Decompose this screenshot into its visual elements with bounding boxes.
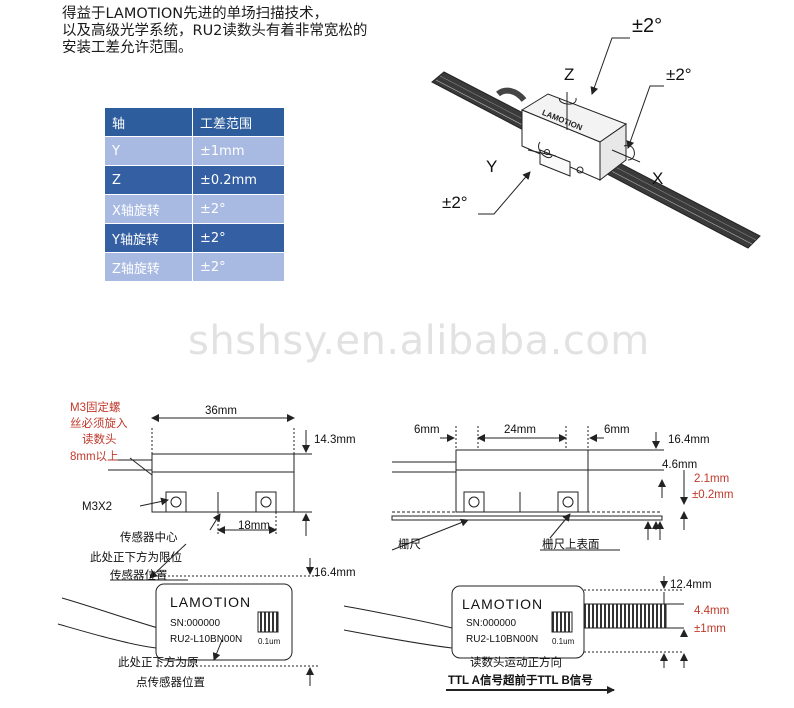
label-sensor-center: 传感器中心	[120, 530, 178, 544]
cell-axis: Y	[104, 136, 193, 166]
label-y: Y	[486, 157, 497, 176]
label-origin-1: 此处正下方为原	[118, 655, 199, 669]
intro-line-2: 以及高级光学系统，RU2读数头有着非常宽松的	[62, 23, 368, 39]
top-view-left	[57, 558, 320, 686]
table-row: Y ±1mm	[104, 136, 285, 166]
label-res: 0.1um	[258, 637, 281, 646]
cell-range: ±1mm	[192, 136, 285, 166]
y-rotation-arc	[538, 141, 553, 158]
z-rotation-arc	[559, 97, 577, 105]
label-screw: M3X2	[82, 501, 112, 513]
header-axis: 轴	[104, 107, 193, 137]
dim-right: 6mm	[604, 424, 630, 436]
dim-gap-red-1: 2.1mm	[694, 473, 729, 485]
cell-range: ±0.2mm	[192, 165, 285, 195]
readhead-body-left	[151, 453, 295, 513]
note-red-1: M3固定螺	[70, 400, 120, 414]
note-red-4: 8mm以上	[70, 450, 119, 463]
label-model: RU2-L10BN00N	[466, 634, 538, 645]
cell-axis: Z轴旋转	[104, 252, 193, 282]
table-row: Z ±0.2mm	[104, 165, 285, 195]
label-scale: 栅尺	[398, 537, 421, 551]
note-red-3: 读数头	[82, 432, 117, 446]
qr-code-icon	[257, 611, 279, 633]
top-right-labels: LAMOTION SN:000000 RU2-L10BN00N 0.1um 12…	[448, 579, 729, 687]
tolerance-table: 轴 工差范围 Y ±1mm Z ±0.2mm X轴旋转 ±2° Y轴旋转 ±2°…	[104, 107, 285, 282]
label-limit-2: 传感器位置	[110, 568, 168, 582]
intro-line-3: 安装工差允许范围。	[62, 40, 193, 56]
header-range: 工差范围	[192, 107, 285, 137]
readhead-side	[599, 123, 627, 182]
label-x: X	[652, 169, 663, 188]
top-view-right	[343, 576, 688, 694]
top-left-labels: 16.4mm LAMOTION SN:000000 RU2-L10BN00N 0…	[118, 567, 356, 689]
dim-gap-red-2: ±0.2mm	[692, 489, 733, 501]
label-rot-left: ±2°	[442, 193, 468, 212]
label-scale-surface: 栅尺上表面	[542, 537, 600, 551]
watermark: shshsy.en.alibaba.com	[188, 318, 650, 364]
label-sn: SN:000000	[466, 618, 516, 629]
label-origin-2: 点传感器位置	[136, 675, 205, 689]
qr-code-icon	[551, 611, 573, 633]
dim-left: 6mm	[414, 424, 440, 436]
readhead-label-left	[155, 583, 293, 661]
table-row: Z轴旋转 ±2°	[104, 252, 285, 282]
dim-mid: 24mm	[504, 424, 536, 436]
label-sn: SN:000000	[170, 618, 220, 629]
dim-height: 14.3mm	[314, 434, 356, 446]
intro-text: 得益于LAMOTION先进的单场扫描技术， 以及高级光学系统，RU2读数头有着非…	[62, 6, 382, 57]
dim-top: 12.4mm	[670, 579, 712, 591]
scale-bar	[391, 515, 663, 521]
label-motion: 读数头运动正方向	[470, 655, 562, 669]
intro-line-1: 得益于LAMOTION先进的单场扫描技术，	[62, 6, 329, 22]
cell-axis: Y轴旋转	[104, 223, 193, 253]
label-signal: TTL A信号超前于TTL B信号	[448, 673, 593, 687]
dim-red-2: ±1mm	[694, 623, 726, 635]
label-rot-right: ±2°	[666, 65, 692, 84]
side-left-labels: M3固定螺 丝必须旋入 读数头 8mm以上 36mm 14.3mm M3X2 1…	[70, 400, 356, 582]
label-z: Z	[564, 65, 574, 84]
side-right-labels: 6mm 24mm 6mm 16.4mm 4.6mm 2.1mm ±0.2mm 栅…	[398, 424, 733, 551]
readhead-body-right	[455, 449, 589, 513]
label-brand: LAMOTION	[170, 594, 251, 610]
isometric-view: LAMOTION	[431, 37, 761, 249]
leader-top	[590, 37, 630, 95]
iso-labels: ±2° Z ±2° Y X ±2°	[442, 15, 692, 212]
dim-height: 16.4mm	[314, 567, 356, 579]
cell-range: ±2°	[192, 223, 285, 253]
side-view-right	[391, 426, 688, 551]
label-rot-top: ±2°	[632, 15, 662, 37]
dim-height: 16.4mm	[668, 434, 710, 446]
note-red-2: 丝必须旋入	[70, 416, 128, 430]
dim-red-1: 4.4mm	[694, 605, 729, 617]
label-limit-1: 此处正下方为限位	[90, 550, 182, 564]
cell-axis: Z	[104, 165, 193, 195]
table-header-row: 轴 工差范围	[104, 107, 285, 137]
dim-gap: 4.6mm	[662, 459, 697, 471]
label-res: 0.1um	[552, 637, 575, 646]
dim-offset: 18mm	[238, 520, 270, 532]
label-model: RU2-L10BN00N	[170, 634, 242, 645]
label-brand: LAMOTION	[462, 596, 543, 612]
cell-range: ±2°	[192, 194, 285, 224]
side-view-left	[108, 414, 312, 581]
table-row: Y轴旋转 ±2°	[104, 223, 285, 253]
dim-width: 36mm	[205, 405, 237, 417]
leader-left	[478, 171, 531, 215]
cell-range: ±2°	[192, 252, 285, 282]
leader-right	[626, 85, 664, 149]
scale-strip	[583, 603, 667, 629]
